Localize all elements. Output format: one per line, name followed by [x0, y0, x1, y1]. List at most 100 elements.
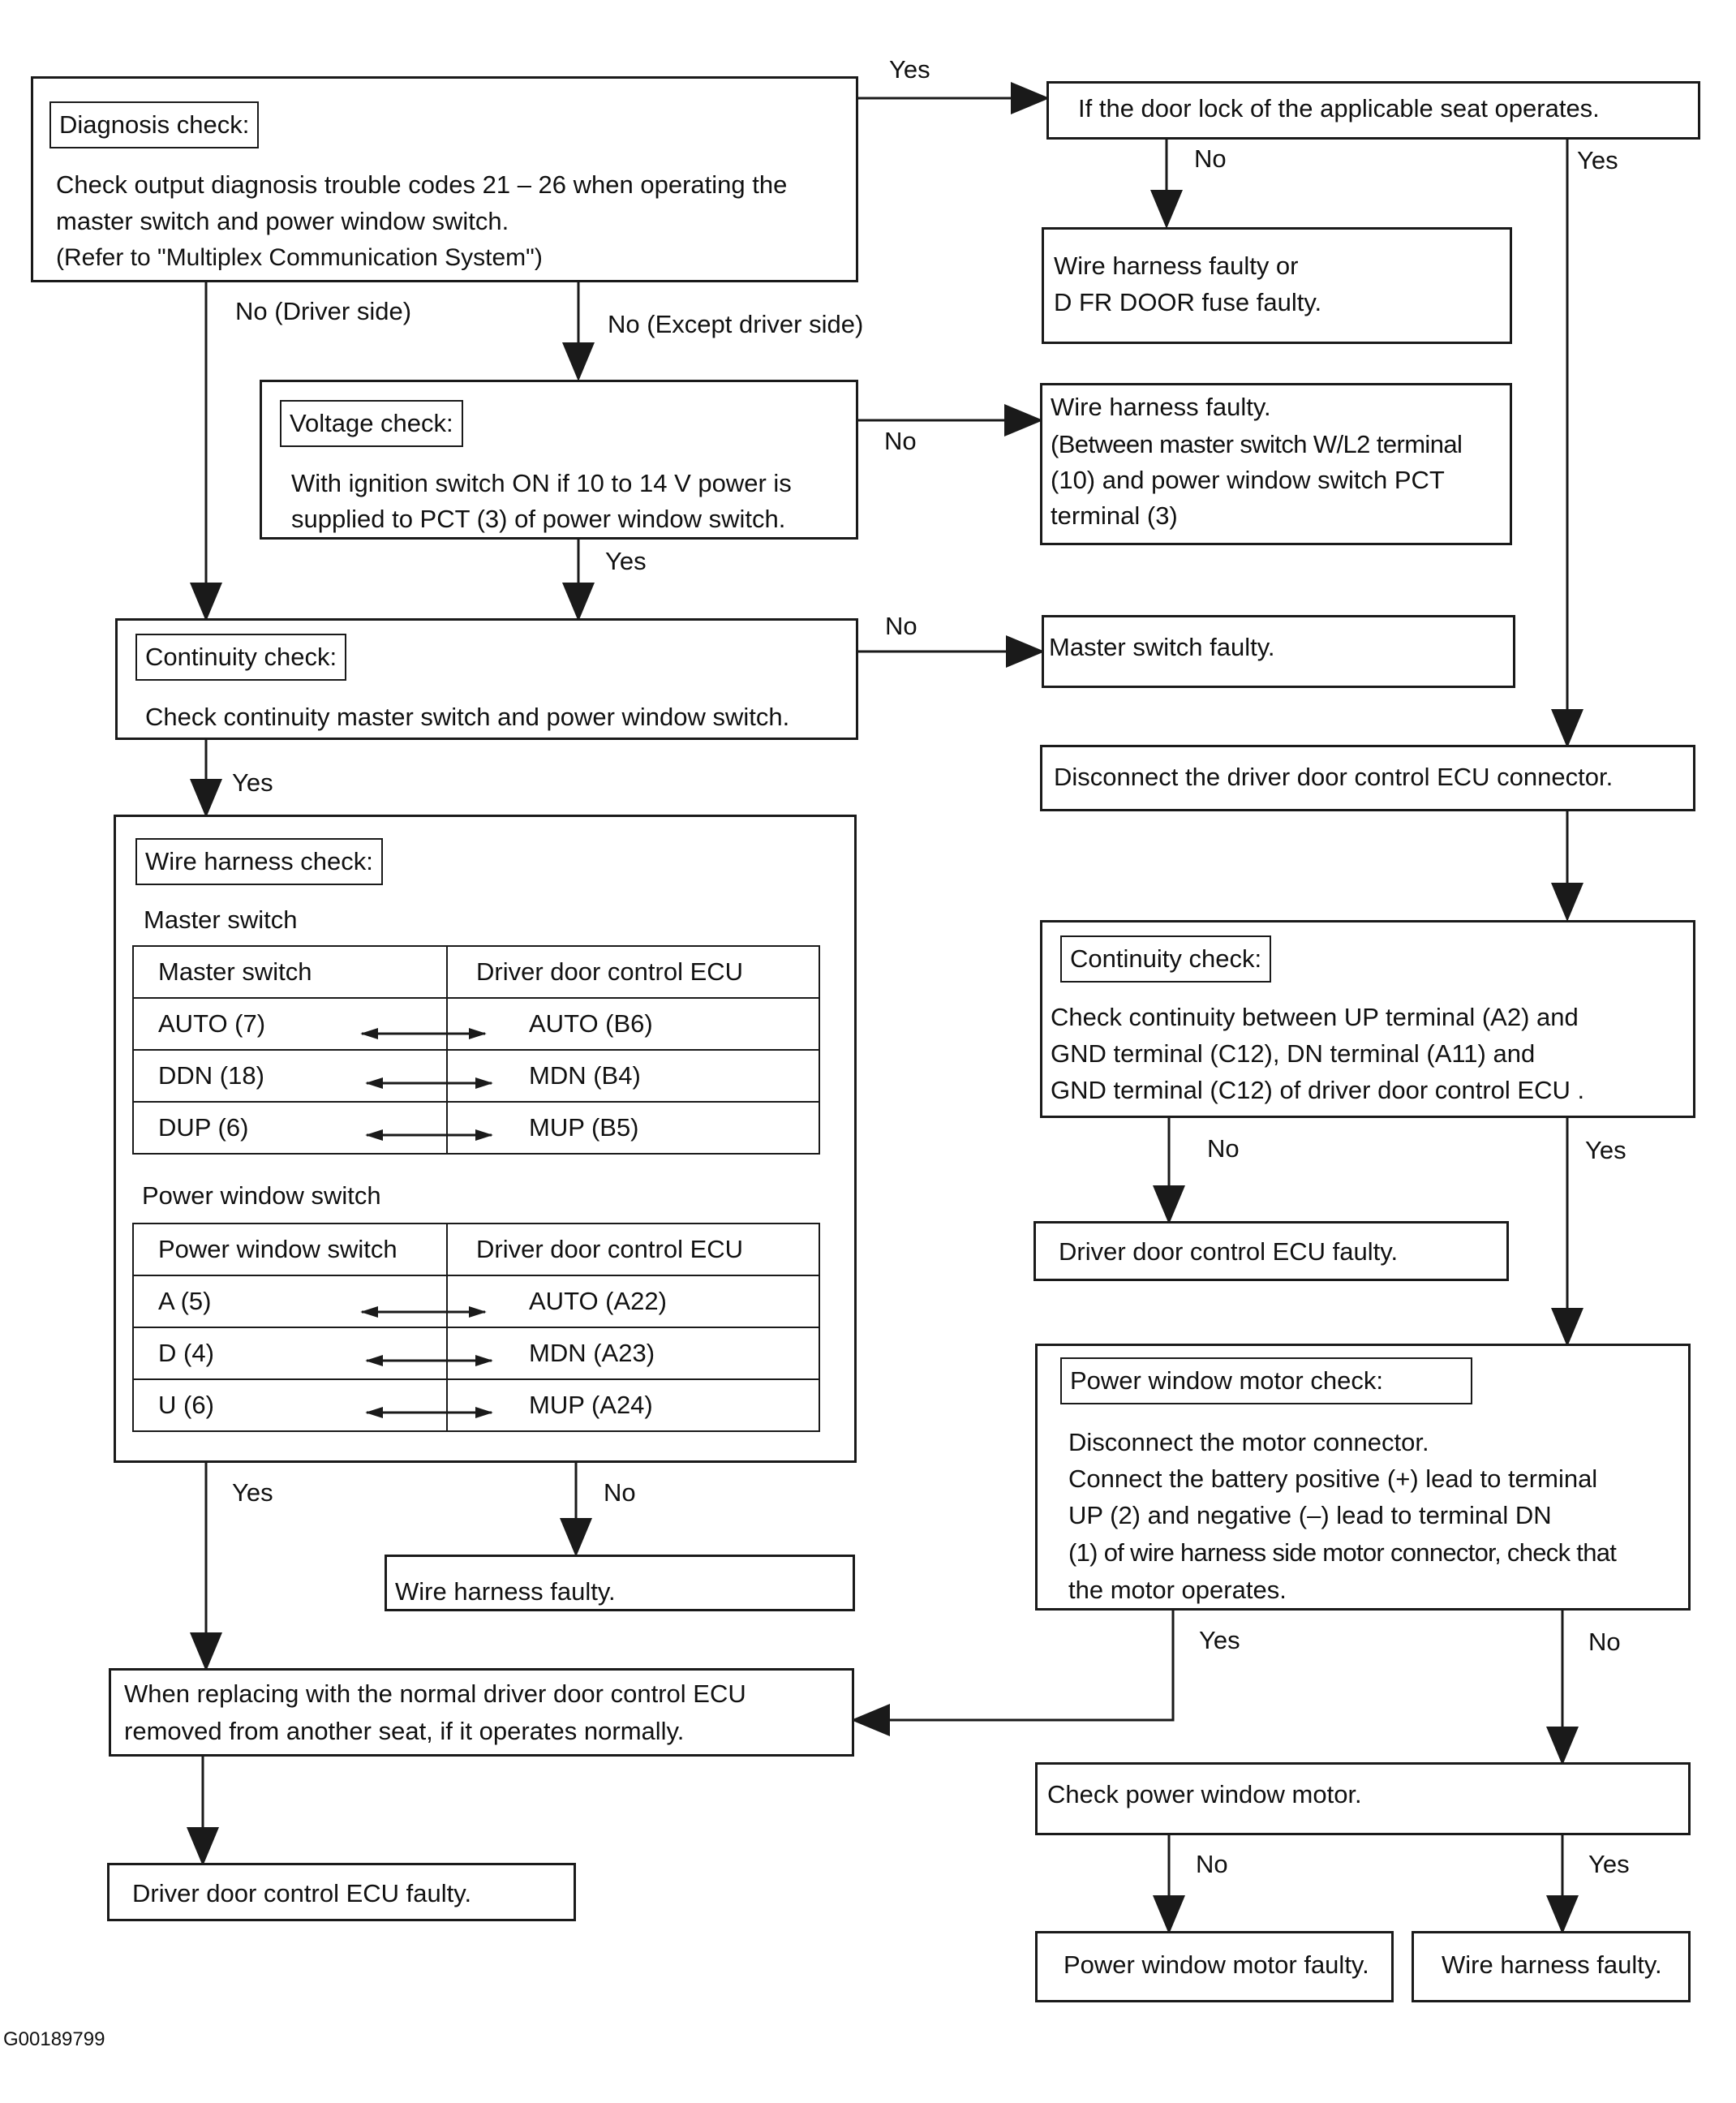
ecu-faulty-right-text: Driver door control ECU faulty.	[1059, 1237, 1399, 1266]
diagnosis-check-header: Diagnosis check:	[49, 101, 260, 148]
diagnosis-line-2: master switch and power window switch.	[56, 207, 509, 235]
voltage-check-header: Voltage check:	[280, 400, 463, 447]
voltage-line-1: With ignition switch ON if 10 to 14 V po…	[291, 469, 792, 497]
label-no-motor-check: No	[1588, 1628, 1621, 1656]
motor-faulty-text: Power window motor faulty.	[1064, 1950, 1369, 1979]
disconnect-ecu-text: Disconnect the driver door control ECU c…	[1054, 763, 1614, 791]
master-switch-faulty-box: Master switch faulty.	[1042, 615, 1515, 688]
label-yes-top: Yes	[889, 55, 930, 84]
figure-id: G00189799	[3, 2028, 105, 2050]
pws-table-cell: D (4)	[132, 1327, 448, 1380]
harness-faulty-table-box: Wire harness faulty.	[385, 1555, 855, 1611]
disconnect-ecu-box: Disconnect the driver door control ECU c…	[1040, 745, 1695, 811]
label-yes-check-motor: Yes	[1588, 1850, 1630, 1878]
replace-ecu-line-2: removed from another seat, if it operate…	[124, 1717, 685, 1745]
label-no-lock: No	[1194, 144, 1227, 173]
pws-table-cell: U (6)	[132, 1378, 448, 1432]
harness-faulty-voltage-line-4: terminal (3)	[1051, 501, 1178, 530]
harness-faulty-motor-box: Wire harness faulty.	[1412, 1931, 1691, 2002]
replace-ecu-line-1: When replacing with the normal driver do…	[124, 1679, 746, 1708]
master-table-cell: AUTO (7)	[132, 997, 448, 1051]
label-yes-lock: Yes	[1577, 146, 1618, 174]
pws-table-header-right: Driver door control ECU	[446, 1223, 820, 1276]
master-table-cell: DUP (6)	[132, 1101, 448, 1155]
diagnosis-check-box: Diagnosis check: Check output diagnosis …	[31, 76, 858, 282]
continuity-ecu-line-3: GND terminal (C12) of driver door contro…	[1051, 1076, 1585, 1104]
replace-ecu-box: When replacing with the normal driver do…	[109, 1668, 854, 1757]
motor-check-line-5: the motor operates.	[1068, 1576, 1287, 1604]
harness-faulty-voltage-line-1: Wire harness faulty.	[1051, 393, 1271, 421]
master-switch-table: Master switch Driver door control ECU AU…	[132, 945, 820, 1155]
pws-table-cell: MUP (A24)	[446, 1378, 820, 1432]
fuse-faulty-line-2: D FR DOOR fuse faulty.	[1054, 288, 1322, 316]
motor-check-box: Power window motor check: Disconnect the…	[1035, 1344, 1691, 1611]
master-table-cell: MUP (B5)	[446, 1101, 820, 1155]
wire-harness-check-box: Wire harness check: Master switch Master…	[114, 815, 857, 1463]
voltage-line-2: supplied to PCT (3) of power window swit…	[291, 505, 786, 533]
label-no-continuity: No	[885, 612, 917, 640]
master-switch-title: Master switch	[144, 905, 298, 934]
continuity-check-ecu-header: Continuity check:	[1060, 935, 1272, 983]
master-table-cell: AUTO (B6)	[446, 997, 820, 1051]
harness-faulty-table-text: Wire harness faulty.	[395, 1577, 616, 1606]
ecu-faulty-left-box: Driver door control ECU faulty.	[107, 1863, 576, 1921]
fuse-faulty-line-1: Wire harness faulty or	[1054, 252, 1299, 280]
pws-table-cell: MDN (A23)	[446, 1327, 820, 1380]
motor-check-line-3: UP (2) and negative (–) lead to terminal…	[1068, 1501, 1552, 1529]
master-table-row: AUTO (7) AUTO (B6)	[132, 997, 820, 1051]
diagnosis-line-3: (Refer to "Multiplex Communication Syste…	[56, 244, 543, 271]
master-table-row: DUP (6) MUP (B5)	[132, 1101, 820, 1155]
pws-table-row: D (4) MDN (A23)	[132, 1327, 820, 1380]
harness-faulty-voltage-box: Wire harness faulty. (Between master swi…	[1040, 383, 1512, 545]
diagnosis-line-1: Check output diagnosis trouble codes 21 …	[56, 170, 788, 199]
label-no-continuity-ecu: No	[1207, 1134, 1240, 1163]
master-table-row: DDN (18) MDN (B4)	[132, 1049, 820, 1103]
label-yes-motor-check: Yes	[1199, 1626, 1240, 1654]
label-no-driver-side: No (Driver side)	[235, 297, 412, 325]
master-table-cell: DDN (18)	[132, 1049, 448, 1103]
label-yes-voltage: Yes	[605, 547, 647, 575]
continuity-ecu-line-2: GND terminal (C12), DN terminal (A11) an…	[1051, 1039, 1536, 1068]
continuity-check-line-1: Check continuity master switch and power…	[145, 703, 790, 731]
motor-check-header: Power window motor check:	[1060, 1357, 1472, 1404]
ecu-faulty-left-text: Driver door control ECU faulty.	[132, 1879, 472, 1907]
pws-table-cell: A (5)	[132, 1275, 448, 1328]
harness-faulty-voltage-line-3: (10) and power window switch PCT	[1051, 466, 1445, 494]
door-lock-box: If the door lock of the applicable seat …	[1046, 81, 1700, 140]
continuity-ecu-line-1: Check continuity between UP terminal (A2…	[1051, 1003, 1579, 1031]
label-no-check-motor: No	[1196, 1850, 1228, 1878]
label-no-except-driver: No (Except driver side)	[608, 310, 864, 338]
ecu-faulty-right-box: Driver door control ECU faulty.	[1033, 1221, 1509, 1281]
master-switch-faulty-text: Master switch faulty.	[1049, 633, 1275, 661]
master-table-header-right: Driver door control ECU	[446, 945, 820, 999]
label-no-voltage: No	[884, 427, 917, 455]
door-lock-text: If the door lock of the applicable seat …	[1078, 94, 1600, 123]
fuse-faulty-box: Wire harness faulty or D FR DOOR fuse fa…	[1042, 227, 1512, 344]
label-yes-continuity-ecu: Yes	[1585, 1136, 1626, 1164]
motor-faulty-box: Power window motor faulty.	[1035, 1931, 1394, 2002]
master-table-cell: MDN (B4)	[446, 1049, 820, 1103]
arrow-motor-check-to-replace	[851, 1611, 1175, 1736]
master-table-header-left: Master switch	[132, 945, 448, 999]
continuity-check-ecu-box: Continuity check: Check continuity betwe…	[1040, 920, 1695, 1118]
pws-table-header-left: Power window switch	[132, 1223, 448, 1276]
continuity-check-header: Continuity check:	[135, 634, 347, 681]
label-yes-continuity: Yes	[232, 768, 273, 797]
motor-check-line-2: Connect the battery positive (+) lead to…	[1068, 1464, 1598, 1493]
power-window-switch-title: Power window switch	[142, 1181, 381, 1210]
pws-table-cell: AUTO (A22)	[446, 1275, 820, 1328]
check-motor-box: Check power window motor.	[1035, 1762, 1691, 1835]
power-window-switch-table: Power window switch Driver door control …	[132, 1223, 820, 1432]
label-no-harness: No	[604, 1478, 636, 1507]
harness-faulty-motor-text: Wire harness faulty.	[1442, 1950, 1662, 1979]
motor-check-line-1: Disconnect the motor connector.	[1068, 1428, 1429, 1456]
pws-table-row: U (6) MUP (A24)	[132, 1378, 820, 1432]
motor-check-line-4: (1) of wire harness side motor connector…	[1068, 1538, 1617, 1567]
label-yes-harness: Yes	[232, 1478, 273, 1507]
continuity-check-box: Continuity check: Check continuity maste…	[115, 618, 858, 740]
check-motor-text: Check power window motor.	[1047, 1780, 1362, 1808]
pws-table-row: A (5) AUTO (A22)	[132, 1275, 820, 1328]
